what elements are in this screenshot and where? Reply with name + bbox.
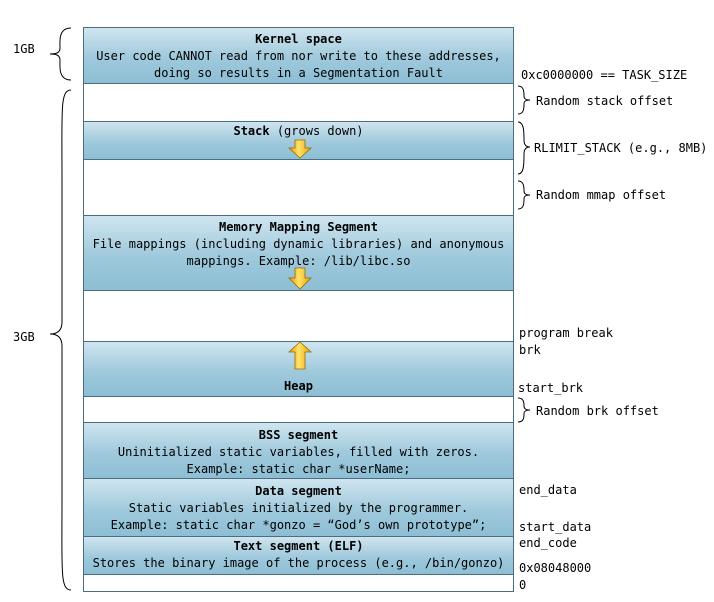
bss-title: BSS segment (258, 428, 339, 442)
random-stack-offset-label: Random stack offset (536, 94, 674, 108)
text-title: Text segment (ELF) (233, 539, 364, 553)
kernel-space-desc-1: User code CANNOT read from nor write to … (96, 49, 501, 63)
brk-label: brk (519, 343, 541, 357)
rlimit-stack-brace (517, 121, 531, 175)
bss-segment: BSS segment Uninitialized static variabl… (83, 422, 514, 479)
end-code-label: end_code (519, 536, 577, 550)
bss-desc-2: Example: static char *userName; (186, 462, 411, 476)
stack-suffix: (grows down) (269, 124, 364, 138)
stack-mmap-gap (83, 159, 514, 216)
task-size-label: 0xc0000000 == TASK_SIZE (521, 68, 688, 82)
heap-title: Heap (284, 379, 313, 393)
start-brk-label: start_brk (518, 381, 584, 395)
mmap-title: Memory Mapping Segment (219, 220, 378, 234)
data-desc-2: Example: static char *gonzo = “God’s own… (110, 518, 487, 532)
text-start-address-label: 0x08048000 (519, 561, 592, 575)
heap-segment: Heap (83, 341, 514, 397)
random-stack-brace (517, 85, 531, 115)
mmap-desc-1: File mappings (including dynamic librari… (92, 237, 505, 251)
random-brk-brace (517, 397, 531, 423)
program-break-label: program break (519, 326, 613, 340)
text-desc-1: Stores the binary image of the process (… (92, 556, 505, 570)
data-segment: Data segment Static variables initialize… (83, 478, 514, 537)
kernel-space-segment: Kernel space User code CANNOT read from … (83, 27, 514, 84)
random-brk-offset-label: Random brk offset (536, 404, 659, 418)
random-mmap-offset-label: Random mmap offset (536, 188, 667, 202)
stack-title-line: Stack (grows down) (84, 123, 513, 140)
null-page-gap (83, 574, 514, 592)
random-mmap-brace (517, 180, 531, 210)
random-stack-gap (83, 83, 514, 122)
rlimit-stack-label: RLIMIT_STACK (e.g., 8MB) (534, 141, 708, 155)
data-title: Data segment (255, 484, 342, 498)
stack-segment: Stack (grows down) (83, 121, 514, 160)
kernel-space-desc-2: doing so results in a Segmentation Fault (154, 66, 443, 80)
user-size-label: 3GB (13, 330, 35, 344)
mmap-desc-2: mappings. Example: /lib/libc.so (186, 254, 411, 268)
kernel-size-label: 1GB (13, 42, 35, 56)
text-segment: Text segment (ELF) Stores the binary ima… (83, 536, 514, 575)
zero-address-label: 0 (519, 578, 527, 592)
mmap-heap-gap (83, 290, 514, 342)
user-size-brace (49, 89, 72, 591)
data-desc-1: Static variables initialized by the prog… (128, 501, 469, 515)
end-data-label: end_data (519, 483, 577, 497)
stack-title: Stack (233, 124, 270, 138)
kernel-space-title: Kernel space (255, 32, 342, 46)
kernel-size-brace (49, 27, 72, 81)
bss-desc-1: Uninitialized static variables, filled w… (117, 445, 480, 459)
start-data-label: start_data (519, 520, 592, 534)
random-brk-gap (83, 396, 514, 423)
mmap-segment: Memory Mapping Segment File mappings (in… (83, 215, 514, 291)
